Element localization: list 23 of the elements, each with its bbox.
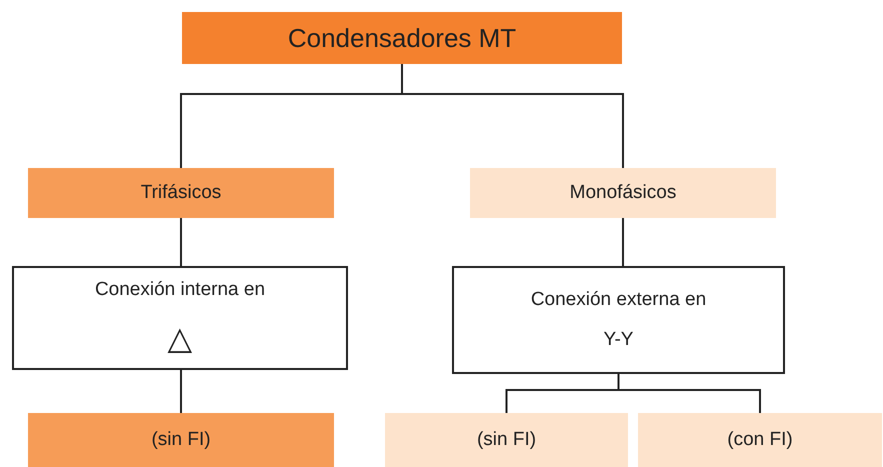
connection-symbol: △ — [168, 319, 192, 357]
node-label: Conexión interna en — [94, 279, 266, 301]
node-label: Condensadores MT — [288, 22, 516, 54]
connector-line — [618, 374, 761, 413]
node-label: Trifásicos — [140, 182, 222, 204]
category-box — [28, 168, 334, 218]
model-box — [28, 413, 334, 467]
model-box — [638, 413, 882, 467]
connection-box — [12, 266, 348, 370]
connection-box — [452, 266, 785, 374]
connector-line — [180, 370, 182, 413]
node-label: Conexión externa en — [530, 289, 706, 311]
connection-symbol: Y-Y — [604, 329, 634, 351]
title-box — [182, 12, 622, 64]
connector-line — [622, 218, 624, 266]
node-label: (con FI) — [727, 429, 793, 451]
node-label: Monofásicos — [570, 182, 676, 204]
model-box — [385, 413, 628, 467]
node-label: (sin FI) — [476, 429, 536, 451]
node-label: (sin FI) — [151, 429, 211, 451]
category-box — [470, 168, 776, 218]
connector-line — [401, 64, 624, 168]
connector-line — [180, 218, 182, 266]
